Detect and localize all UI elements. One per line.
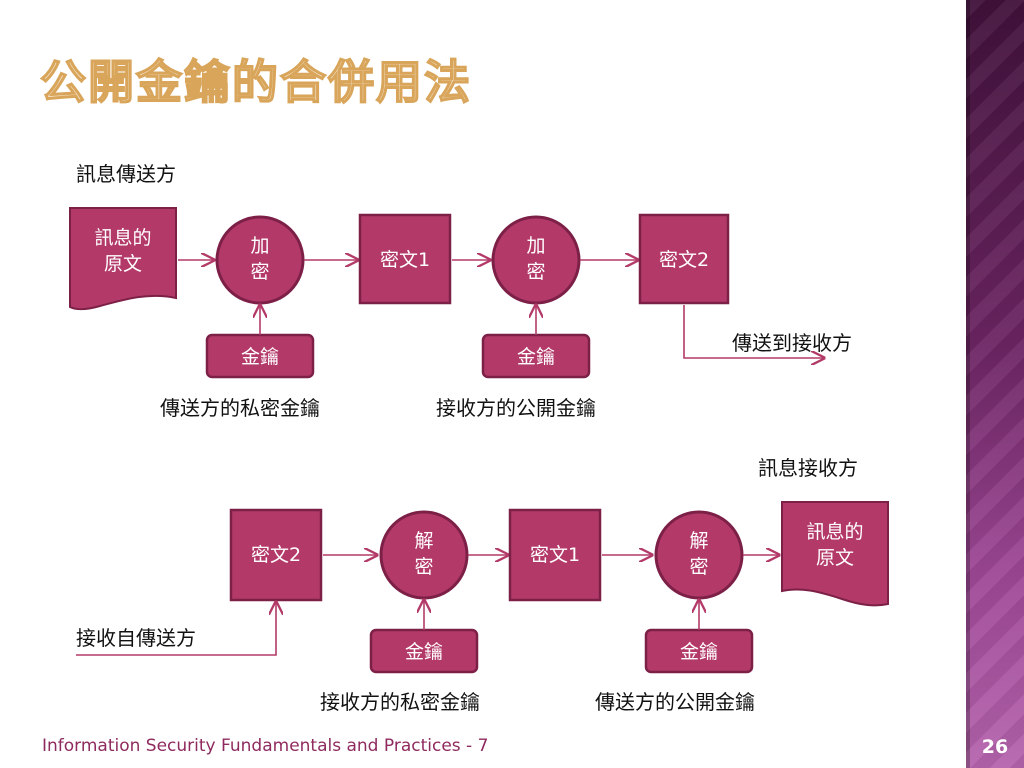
sender-document-label-line1: 訊息的 [94, 227, 151, 249]
sender-encrypt1-label-line1: 加 [250, 235, 269, 257]
sender-cipher1-label: 密文1 [380, 249, 430, 271]
receiver-heading: 訊息接收方 [758, 456, 858, 480]
receiver-decrypt1-circle [379, 510, 469, 600]
slide-title: 公開金鑰的合併用法 [39, 54, 472, 110]
receiver-key1-caption: 接收方的私密金鑰 [320, 690, 480, 714]
sender-encrypt1-label-line2: 密 [250, 261, 269, 283]
sender-encrypt2-label-line1: 加 [526, 235, 545, 257]
receiver-receive-arrow [76, 602, 276, 656]
side-bar-edge [966, 0, 970, 768]
receiver-document-label-line1: 訊息的 [806, 521, 863, 543]
side-bar-pattern [966, 0, 1024, 768]
receiver-decrypt2-label-line1: 解 [689, 530, 708, 552]
receiver-receive-from-label: 接收自傳送方 [76, 626, 196, 650]
sender-key1-label: 金鑰 [241, 346, 279, 368]
sender-send-arrow [683, 305, 824, 358]
receiver-key2-label: 金鑰 [680, 641, 718, 663]
page-number: 26 [981, 736, 1009, 758]
receiver-document-shape [781, 501, 889, 607]
sender-key1-caption: 傳送方的私密金鑰 [160, 396, 320, 420]
receiver-cipher2-label: 密文2 [251, 544, 301, 566]
slide-footer: Information Security Fundamentals and Pr… [42, 736, 489, 756]
sender-document-label-line2: 原文 [104, 253, 142, 275]
sender-key2-label: 金鑰 [517, 346, 555, 368]
sender-send-to-label: 傳送到接收方 [732, 331, 852, 355]
sender-cipher2-box [638, 213, 730, 305]
sender-cipher1-box [358, 213, 452, 305]
receiver-document-label-line2: 原文 [816, 547, 854, 569]
receiver-cipher1-box [508, 508, 602, 602]
sender-encrypt2-circle [491, 215, 581, 305]
side-decoration-bar [966, 0, 1024, 768]
sender-cipher2-label: 密文2 [659, 249, 709, 271]
receiver-decrypt2-circle [654, 510, 744, 600]
receiver-key2-caption: 傳送方的公開金鑰 [595, 690, 755, 714]
receiver-key1-label: 金鑰 [405, 641, 443, 663]
sender-heading: 訊息傳送方 [76, 162, 176, 186]
sender-key2-caption: 接收方的公開金鑰 [436, 396, 596, 420]
receiver-cipher1-label: 密文1 [530, 544, 580, 566]
sender-document-shape [69, 207, 177, 311]
sender-encrypt2-label-line2: 密 [526, 261, 545, 283]
receiver-decrypt1-label-line2: 密 [414, 556, 433, 578]
receiver-decrypt1-label-line1: 解 [414, 530, 433, 552]
receiver-decrypt2-label-line2: 密 [689, 556, 708, 578]
sender-encrypt1-circle [215, 215, 305, 305]
receiver-cipher2-box [229, 508, 323, 602]
